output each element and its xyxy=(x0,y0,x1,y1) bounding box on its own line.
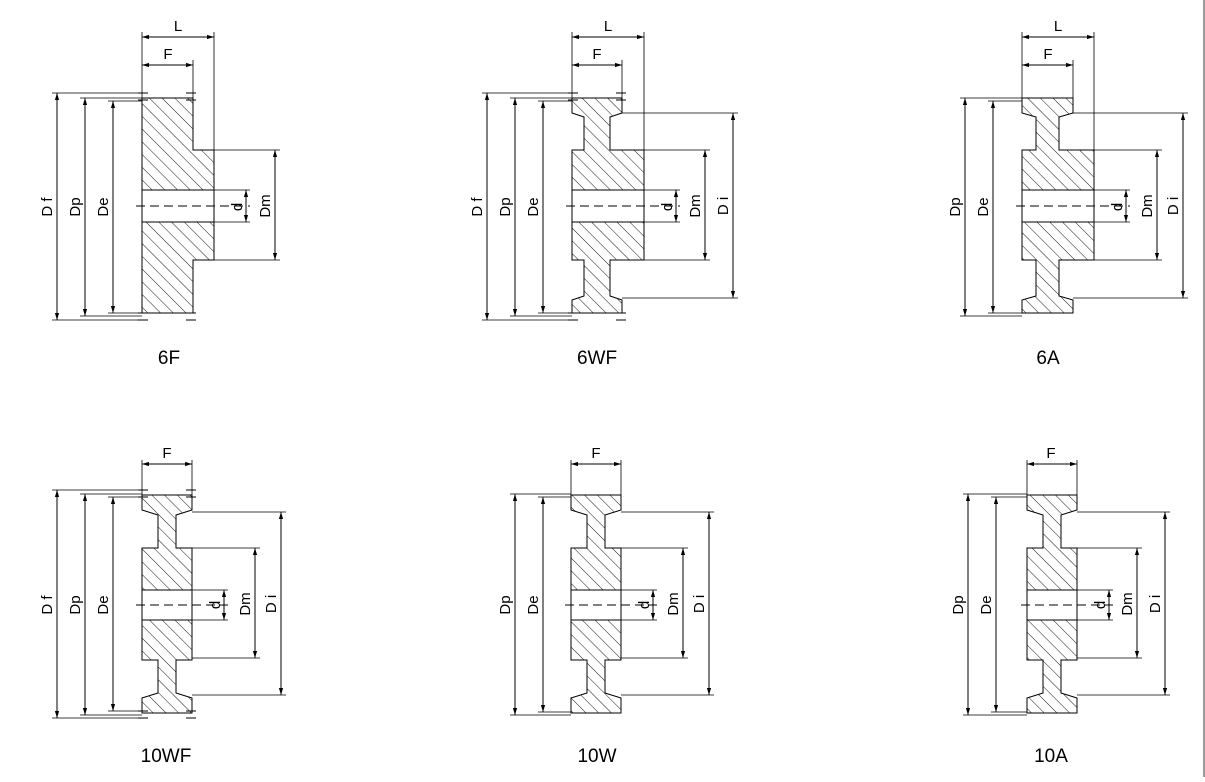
label-F-6f: F xyxy=(163,46,172,63)
label-F-10wf: F xyxy=(162,445,171,462)
labels-6wf: L F D f Dp De d Dm D i 6WF xyxy=(469,18,732,369)
label-d-6f: d xyxy=(229,203,246,211)
label-Di-10a: D i xyxy=(1147,595,1164,613)
label-F-6wf: F xyxy=(592,46,601,63)
label-Di-6wf: D i xyxy=(715,197,732,215)
view-6wf xyxy=(482,32,738,321)
view-10wf xyxy=(52,460,286,719)
label-De-10w: De xyxy=(525,595,542,614)
label-De-6wf: De xyxy=(525,197,542,216)
labels-10a: F Dp De d Dm D i 10A xyxy=(950,445,1164,767)
label-Dm-6a: Dm xyxy=(1139,194,1156,217)
label-Dm-6wf: Dm xyxy=(687,194,704,217)
label-L-6wf: L xyxy=(604,18,612,35)
window-frame-edge xyxy=(1203,0,1205,777)
label-Dp-6f: Dp xyxy=(67,197,84,216)
label-Dm-10wf: Dm xyxy=(237,592,254,615)
label-L-6f: L xyxy=(174,18,182,35)
label-De-6f: De xyxy=(95,197,112,216)
view-10w xyxy=(510,460,714,716)
view-6f xyxy=(52,32,280,321)
caption-6a: 6A xyxy=(1036,348,1060,369)
labels-6f: L F D f Dp De d Dm 6F xyxy=(39,18,274,369)
caption-10a: 10A xyxy=(1034,746,1068,767)
caption-6f: 6F xyxy=(158,348,180,369)
caption-6wf: 6WF xyxy=(577,348,617,369)
label-Dp-10a: Dp xyxy=(950,595,967,614)
view-10a xyxy=(963,460,1170,716)
label-Dp-10w: Dp xyxy=(497,595,514,614)
labels-10w: F Dp De d Dm D i 10W xyxy=(497,445,708,767)
caption-10wf: 10WF xyxy=(141,746,192,767)
caption-10w: 10W xyxy=(577,746,616,767)
label-Df-6wf: D f xyxy=(469,197,486,217)
label-L-6a: L xyxy=(1054,18,1062,35)
label-Df-6f: D f xyxy=(39,197,56,217)
label-De-6a: De xyxy=(975,197,992,216)
label-Di-6a: D i xyxy=(1165,197,1182,215)
label-d-10wf: d xyxy=(207,601,224,609)
label-d-6wf: d xyxy=(659,203,676,211)
label-Dm-10w: Dm xyxy=(665,592,682,615)
label-Di-10w: D i xyxy=(691,595,708,613)
view-6a xyxy=(960,32,1188,317)
label-d-6a: d xyxy=(1109,203,1126,211)
label-d-10w: d xyxy=(636,601,653,609)
label-F-10a: F xyxy=(1046,445,1055,462)
label-Di-10wf: D i xyxy=(263,595,280,613)
label-Dm-6f: Dm xyxy=(257,194,274,217)
label-De-10wf: De xyxy=(95,595,112,614)
labels-10wf: F D f Dp De d Dm D i 10WF xyxy=(39,445,280,767)
label-Dp-6a: Dp xyxy=(947,197,964,216)
label-Dp-10wf: Dp xyxy=(67,595,84,614)
label-d-10a: d xyxy=(1092,601,1109,609)
label-Df-10wf: D f xyxy=(39,595,56,615)
label-Dp-6wf: Dp xyxy=(497,197,514,216)
label-F-6a: F xyxy=(1043,46,1052,63)
label-F-10w: F xyxy=(591,445,600,462)
label-Dm-10a: Dm xyxy=(1119,592,1136,615)
label-De-10a: De xyxy=(978,595,995,614)
labels-6a: L F Dp De d Dm D i 6A xyxy=(947,18,1182,369)
